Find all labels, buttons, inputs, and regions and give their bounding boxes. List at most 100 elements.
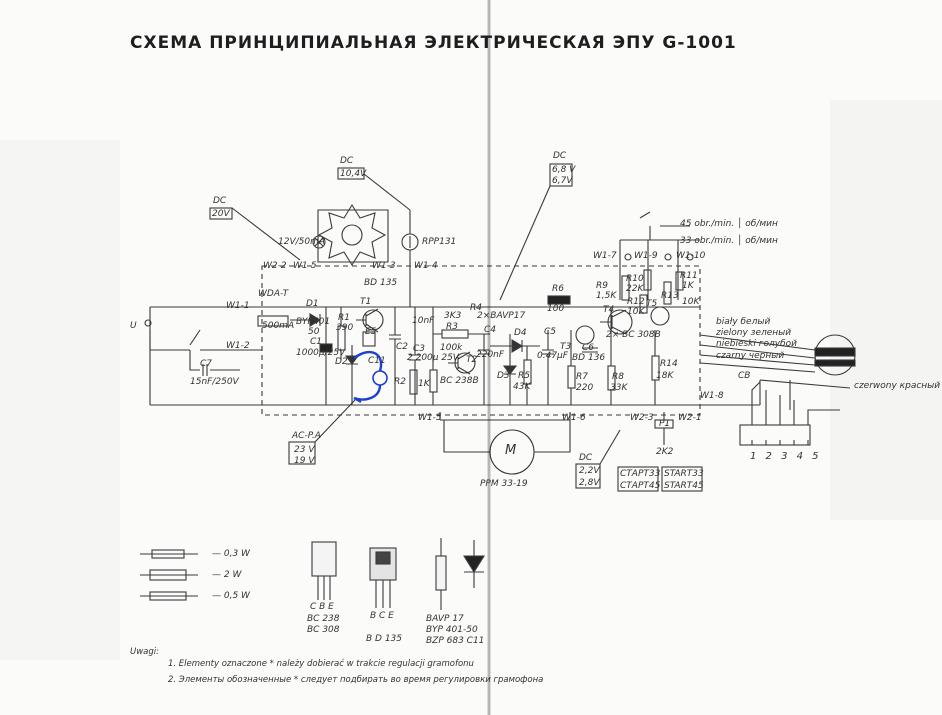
label-r9-val: 1,5K	[596, 291, 617, 301]
label-speed33: 33 obr./min. │ об/мин	[680, 236, 778, 246]
resistor-r2	[409, 369, 418, 395]
label-dc-20v: 20V	[212, 209, 230, 219]
label-start-d: START45	[664, 481, 704, 491]
legend-bd135: B D 135	[366, 634, 403, 644]
label-connector: 1 2 3 4 5	[750, 451, 822, 462]
label-c2: C2	[396, 342, 409, 352]
label-r4-val: 3K3	[444, 311, 462, 321]
box-dc-68v	[549, 163, 573, 187]
box-dc-22v	[575, 463, 601, 489]
label-w2-3: W2-3	[630, 413, 654, 423]
label-d1-v: 50	[308, 327, 320, 337]
label-wire-blue: niebieski голубой	[716, 339, 797, 349]
label-c7-val: 15nF/250V	[190, 377, 239, 387]
label-u: U	[130, 321, 137, 331]
label-r13: R13	[661, 291, 679, 301]
label-motor: M	[505, 443, 517, 458]
label-bc308: 2× BC 308B	[606, 330, 661, 340]
box-start	[617, 466, 659, 492]
label-wda: WDA-T	[258, 289, 289, 299]
label-w1-1: W1-1	[226, 301, 250, 311]
label-r11-val: 1K	[682, 281, 694, 291]
box-acpa	[288, 441, 316, 465]
label-r10-val: 22K	[626, 284, 644, 294]
label-c5: C5	[544, 327, 557, 337]
label-acpa-19v: 19 V	[294, 456, 315, 466]
label-w1-10: W1-10	[676, 251, 706, 261]
label-c4-val: 220nF	[476, 350, 505, 360]
legend-byp: BYP 401-50	[426, 625, 478, 635]
label-r3: R3	[446, 322, 458, 332]
label-w1-3: W1-3	[372, 261, 396, 271]
resistor-r10	[643, 269, 652, 291]
label-r14-val: 18K	[656, 371, 674, 381]
label-d3: D3	[497, 371, 510, 381]
label-c11: C11	[368, 356, 386, 366]
legend-transistor-to92	[311, 541, 337, 577]
label-w2-1: W2-1	[678, 413, 702, 423]
voltmeter-symbol	[372, 370, 388, 386]
label-w1-4: W1-4	[414, 261, 438, 271]
label-bd135: BD 135	[364, 278, 398, 288]
label-bc238: BC 238B	[440, 376, 479, 386]
label-w1-7: W1-7	[593, 251, 617, 261]
note-2: 2. Элементы обозначенные * следует подби…	[168, 675, 544, 685]
label-r9: R9	[596, 281, 608, 291]
label-r4-r: 1K	[418, 379, 430, 389]
label-acpa-head: AC-P.A	[292, 431, 321, 441]
label-dc-68v: 6,8 V	[552, 165, 576, 175]
legend-2w: — 2 W	[212, 570, 242, 580]
label-w1-2: W1-2	[226, 341, 250, 351]
label-motor-name: PPM 33-19	[480, 479, 528, 489]
label-r4: R4	[470, 303, 482, 313]
label-d1-type: BYP401	[296, 317, 331, 327]
label-dc-68v-head: DC	[553, 151, 567, 161]
label-r1-val: 390	[336, 323, 354, 333]
label-r10: R10	[626, 274, 644, 284]
label-r8-val: 33K	[610, 383, 628, 393]
connector-block	[739, 424, 811, 446]
label-r6: R6	[552, 284, 564, 294]
label-r12: R12	[627, 297, 645, 307]
label-dc-28v: 2,8V	[579, 478, 600, 488]
label-dc-22v-head: DC	[579, 453, 593, 463]
legend-pin-cbe1: C B E	[310, 602, 334, 612]
resistor-r7	[567, 365, 576, 389]
box-start2	[661, 466, 703, 492]
label-r7: R7	[576, 372, 588, 382]
legend-bzp: BZP 683 C11	[426, 636, 485, 646]
legend-resistor-03w	[151, 549, 185, 559]
label-dc-67v: 6,7V	[552, 176, 573, 186]
notes-heading: Uwagi:	[130, 647, 160, 657]
label-speed45: 45 obr./min. │ об/мин	[680, 219, 778, 229]
label-w2-2: W2-2	[263, 261, 287, 271]
legend-resistor-2w	[149, 569, 187, 581]
label-c4: C4	[484, 325, 497, 335]
resistor-r9	[621, 275, 630, 301]
label-rpp: RPP131	[422, 237, 457, 247]
label-c3: C3	[413, 344, 426, 354]
label-dc-104v-head: DC	[340, 156, 354, 166]
page-title: СХЕМА ПРИНЦИПИАЛЬНАЯ ЭЛЕКТРИЧЕСКАЯ ЭПУ G…	[130, 33, 737, 53]
label-wire-white: biały белый	[716, 317, 771, 327]
label-p1: P1	[659, 419, 671, 429]
label-r5: R5	[518, 371, 530, 381]
resistor-r11	[675, 271, 684, 291]
label-t2: T2	[466, 355, 478, 365]
label-c6: C6	[582, 343, 595, 353]
label-r8: R8	[612, 372, 624, 382]
label-c7: C7	[200, 359, 213, 369]
label-t5: T5	[646, 299, 658, 309]
label-wire-green: zielony зеленый	[716, 328, 792, 338]
label-start-b: СТАРТ45	[620, 481, 661, 491]
label-dc-20v-head: DC	[213, 196, 227, 206]
label-w1-5b: W1-5	[418, 413, 442, 423]
label-start-a: СТАРТ33	[620, 469, 661, 479]
fuse	[257, 315, 289, 327]
label-wire-red: czerwony красный	[854, 381, 941, 391]
label-w1-5: W1-5	[293, 261, 317, 271]
label-r12-val: 10K	[627, 307, 645, 317]
label-c2-val: 10nF	[412, 316, 435, 326]
legend-05w: — 0,5 W	[212, 591, 250, 601]
